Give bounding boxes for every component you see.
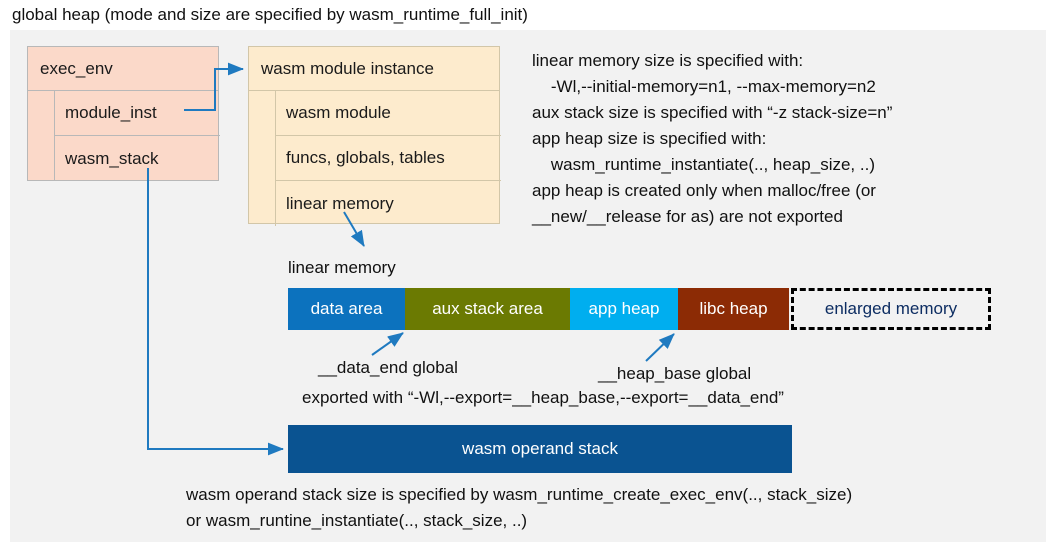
exec-env-field-wasm-stack: wasm_stack	[54, 136, 220, 181]
wasm-module-instance-fields: wasm module funcs, globals, tables linea…	[248, 91, 501, 226]
memory-segment-libc-heap: libc heap	[678, 288, 789, 330]
memory-segment-data-area: data area	[288, 288, 405, 330]
memory-segment-aux-stack-area: aux stack area	[405, 288, 570, 330]
field-linear-memory: linear memory	[275, 181, 501, 226]
exec-env-fields: module_inst wasm_stack	[27, 91, 220, 181]
operand-stack-info-text: wasm operand stack size is specified by …	[186, 485, 853, 530]
wasm-module-instance-header: wasm module instance	[248, 46, 500, 91]
exec-env-field-module-inst: module_inst	[54, 91, 220, 136]
wasm-operand-stack-box: wasm operand stack	[288, 425, 792, 473]
wasm-module-instance-box: wasm module instance wasm module funcs, …	[248, 46, 501, 226]
linear-memory-caption: linear memory	[288, 258, 396, 277]
linear-memory-info-text: linear memory size is specified with: -W…	[532, 51, 893, 226]
page-title: global heap (mode and size are specified…	[12, 5, 528, 24]
memory-segment-app-heap: app heap	[570, 288, 678, 330]
memory-segment-enlarged-memory: enlarged memory	[791, 288, 991, 330]
field-wasm-module: wasm module	[275, 91, 501, 136]
exec-env-header: exec_env	[27, 46, 219, 91]
annotation-exported-with: exported with “-Wl,--export=__heap_base,…	[302, 388, 784, 407]
exec-env-box: exec_env module_inst wasm_stack	[27, 46, 220, 181]
field-funcs-globals-tables: funcs, globals, tables	[275, 136, 501, 181]
annotation-heap-base: __heap_base global	[598, 364, 752, 383]
annotation-data-end: __data_end global	[318, 358, 458, 377]
